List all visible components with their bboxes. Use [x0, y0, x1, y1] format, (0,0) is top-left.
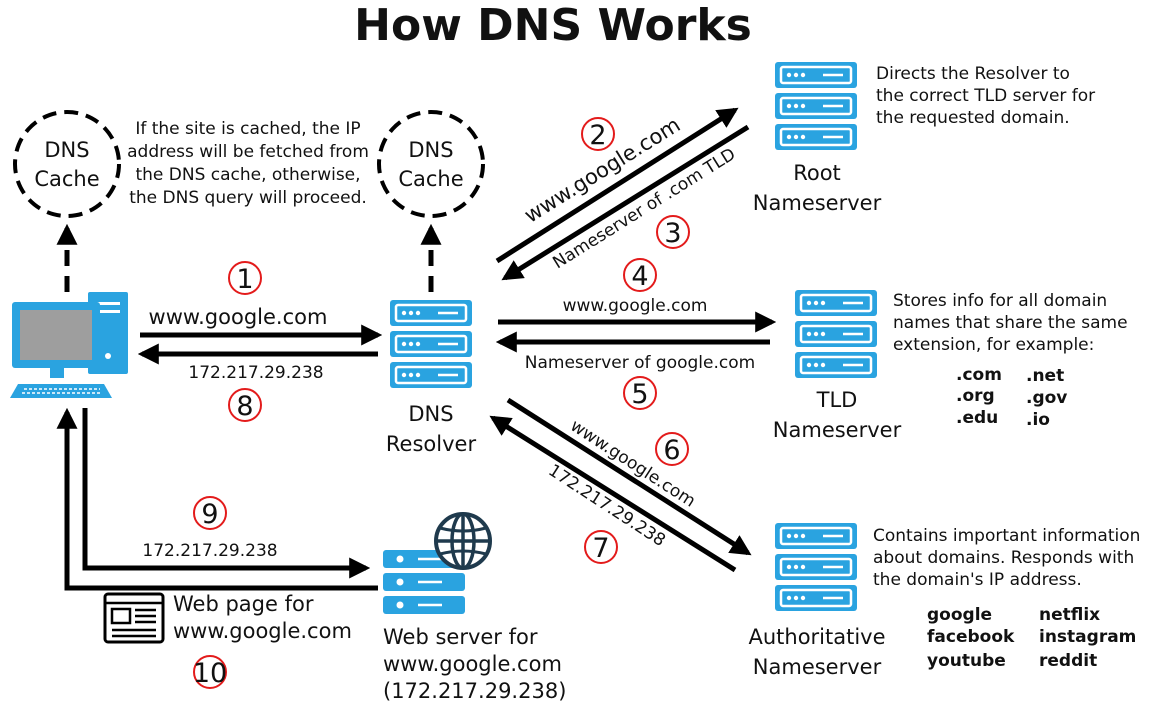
arrow-step-2: [495, 107, 739, 264]
tld-examples: .com .net .org .gov .edu .io: [956, 365, 1067, 430]
svg-text:.edu: .edu: [956, 408, 998, 428]
svg-text:address will be fetched from: address will be fetched from: [127, 142, 369, 162]
svg-text:www.google.com: www.google.com: [383, 652, 562, 676]
resolver-server-icon: [388, 298, 474, 390]
label-step-9: 172.217.29.238: [142, 541, 277, 561]
svg-text:Web page for: Web page for: [173, 592, 314, 616]
web-page-icon: [103, 592, 165, 644]
step-9: 9: [201, 499, 218, 530]
svg-text:instagram: instagram: [1039, 627, 1136, 647]
step-1: 1: [236, 264, 253, 295]
label-step-1: www.google.com: [149, 305, 328, 329]
label-step-5: Nameserver of google.com: [525, 353, 755, 373]
svg-text:Nameserver: Nameserver: [753, 655, 882, 679]
step-10: 10: [193, 658, 227, 689]
root-note: Directs the Resolver to the correct TLD …: [876, 64, 1095, 128]
svg-text:the DNS query will proceed.: the DNS query will proceed.: [129, 188, 367, 208]
arrow-step-9: [82, 408, 371, 579]
svg-text:If the site is cached, the IP: If the site is cached, the IP: [135, 119, 360, 139]
svg-text:names that share the same: names that share the same: [893, 313, 1128, 333]
auth-server-icon: [773, 521, 859, 613]
svg-text:TLD: TLD: [816, 388, 858, 412]
step-3: 3: [664, 218, 681, 249]
arrow-step-3: [501, 124, 750, 281]
tld-server-icon: [793, 288, 879, 380]
auth-note: Contains important information about dom…: [873, 526, 1140, 590]
svg-text:Web server for: Web server for: [383, 625, 538, 649]
svg-text:Root: Root: [793, 161, 841, 185]
svg-text:the correct TLD server for: the correct TLD server for: [876, 86, 1095, 106]
label-step-4: www.google.com: [563, 296, 708, 316]
auth-examples: google netflix facebook instagram youtub…: [927, 605, 1136, 671]
web-server-icon: [383, 512, 492, 614]
tld-note: Stores info for all domain names that sh…: [893, 291, 1128, 355]
svg-text:youtube: youtube: [927, 651, 1006, 671]
svg-text:the domain's IP address.: the domain's IP address.: [873, 570, 1082, 590]
client-dns-cache: DNS Cache: [13, 110, 121, 218]
svg-text:Authoritative: Authoritative: [748, 625, 885, 649]
resolver-label: DNS Resolver: [386, 402, 477, 456]
step-2: 2: [589, 120, 606, 151]
webserver-label: Web server for www.google.com (172.217.2…: [383, 625, 566, 701]
auth-label: Authoritative Nameserver: [748, 625, 885, 679]
svg-text:Resolver: Resolver: [386, 432, 477, 456]
resolver-cache-label-line2: Cache: [398, 167, 463, 191]
svg-text:.io: .io: [1026, 410, 1050, 430]
step-5: 5: [631, 379, 648, 410]
svg-text:Contains important information: Contains important information: [873, 526, 1140, 546]
svg-text:.com: .com: [956, 365, 1002, 385]
globe-icon: [434, 512, 492, 570]
page-title: How DNS Works: [354, 0, 752, 51]
svg-text:.net: .net: [1026, 366, 1064, 386]
svg-text:google: google: [927, 605, 992, 625]
svg-text:Nameserver: Nameserver: [753, 191, 882, 215]
arrow-step-6: [506, 397, 752, 556]
root-server-icon: [773, 60, 859, 152]
svg-text:Directs the Resolver to: Directs the Resolver to: [876, 64, 1070, 84]
svg-text:facebook: facebook: [927, 627, 1015, 647]
label-step-8: 172.217.29.238: [188, 363, 323, 383]
svg-text:netflix: netflix: [1039, 605, 1100, 625]
client-cache-label-line2: Cache: [34, 167, 99, 191]
svg-text:extension, for example:: extension, for example:: [893, 335, 1094, 355]
svg-text:reddit: reddit: [1039, 651, 1097, 671]
step-badges: 1 2 3 4 5 6 7 8 9 10: [193, 117, 690, 689]
svg-text:about domains. Responds with: about domains. Responds with: [873, 548, 1134, 568]
tld-label: TLD Nameserver: [773, 388, 902, 442]
svg-text:(172.217.29.238): (172.217.29.238): [383, 679, 566, 701]
resolver-cache-label-line1: DNS: [408, 138, 453, 162]
webpage-label: Web page for www.google.com: [173, 592, 352, 643]
resolver-dns-cache: DNS Cache: [377, 110, 485, 218]
svg-text:Stores info for all domain: Stores info for all domain: [893, 291, 1107, 311]
client-cache-label-line1: DNS: [44, 138, 89, 162]
svg-text:Nameserver: Nameserver: [773, 418, 902, 442]
step-4: 4: [631, 261, 648, 292]
step-8: 8: [236, 391, 253, 422]
cache-note: If the site is cached, the IP address wi…: [127, 119, 369, 208]
svg-text:www.google.com: www.google.com: [173, 619, 352, 643]
svg-text:.gov: .gov: [1026, 388, 1067, 408]
computer-icon: [10, 292, 128, 398]
arrow-step-7: [489, 415, 737, 573]
svg-text:.org: .org: [956, 386, 995, 406]
svg-text:the requested domain.: the requested domain.: [876, 108, 1070, 128]
step-7: 7: [592, 533, 609, 564]
step-6: 6: [663, 435, 680, 466]
svg-text:the DNS cache, otherwise,: the DNS cache, otherwise,: [135, 165, 360, 185]
svg-text:DNS: DNS: [408, 402, 453, 426]
root-label: Root Nameserver: [753, 161, 882, 215]
arrow-step-10: [56, 407, 378, 591]
